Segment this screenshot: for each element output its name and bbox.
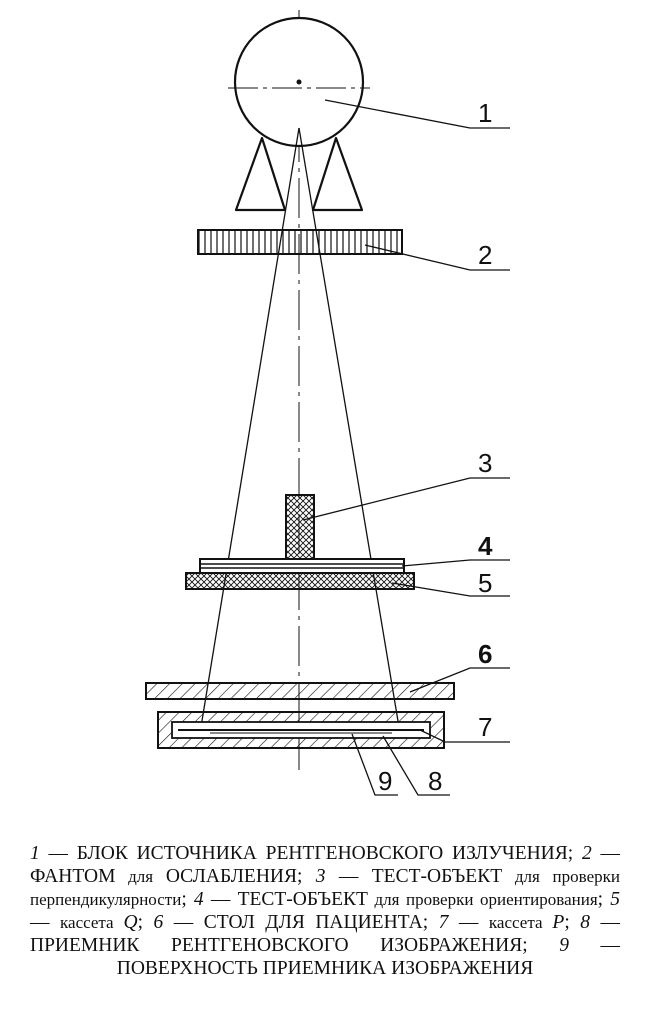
caption-text: БЛОК ИСТОЧНИКА РЕНТГЕНОВСКОГО ИЗЛУЧЕНИЯ <box>76 843 568 864</box>
caption-item-4: 4 — ТЕСТ-ОБЪЕКТ для проверки ориентирова… <box>194 889 610 910</box>
caption-item-5: 5 — кассета Q; <box>30 889 620 933</box>
caption-text: СТОЛ ДЛЯ ПАЦИЕНТА <box>203 912 423 933</box>
caption-number: 8 <box>580 912 590 933</box>
caption-dash: — <box>568 935 621 956</box>
test-object-orientation <box>199 558 405 574</box>
test-object-perpendicularity <box>285 494 315 560</box>
caption-small-text: для <box>115 867 166 886</box>
caption-dash: — <box>590 912 621 933</box>
caption-item-9: 9 — ПОВЕРХНОСТЬ ПРИЕМНИКА ИЗОБРАЖЕНИЯ <box>117 935 620 979</box>
xray-source-block <box>228 16 370 212</box>
caption-dash: — <box>163 912 204 933</box>
caption-small-text: для проверки ориентирования <box>367 890 598 909</box>
caption-text: ТЕСТ-ОБЪЕКТ <box>237 889 368 910</box>
caption-dash: — <box>448 912 489 933</box>
caption-separator: ; <box>564 912 581 933</box>
label-8: 8 <box>428 766 442 796</box>
label-3: 3 <box>478 448 492 478</box>
caption-italic: P <box>552 912 565 933</box>
label-7: 7 <box>478 712 492 742</box>
beam-line-right <box>298 127 401 734</box>
label-2: 2 <box>478 240 492 270</box>
label-4: 4 <box>478 531 493 561</box>
label-6: 6 <box>478 639 492 669</box>
caption-text: ТЕСТ-ОБЪЕКТ <box>371 866 503 887</box>
caption-small-text: кассета <box>488 913 553 932</box>
caption-item-2: 2 — ФАНТОМ для ОСЛАБЛЕНИЯ; <box>30 843 620 887</box>
label-9: 9 <box>378 766 392 796</box>
caption-number: 4 <box>193 889 204 910</box>
caption-number: 7 <box>438 912 449 933</box>
caption-separator: ; <box>137 912 154 933</box>
caption-number: 9 <box>559 935 569 956</box>
caption-item-7: 7 — кассета P; <box>439 912 581 933</box>
caption-item-6: 6 — СТОЛ ДЛЯ ПАЦИЕНТА; <box>154 912 439 933</box>
cassette-p <box>157 711 445 749</box>
caption-text: ФАНТОМ <box>30 866 116 887</box>
caption-italic: Q <box>123 912 138 933</box>
caption-dash: — <box>591 843 621 864</box>
cassette-q <box>185 572 415 590</box>
caption-text: ПОВЕРХНОСТЬ ПРИЕМНИКА ИЗОБРАЖЕНИЯ <box>116 958 534 979</box>
leader-lines <box>302 99 510 796</box>
caption-item-3: 3 — ТЕСТ-ОБЪЕКТ для проверки перпендикул… <box>30 866 620 910</box>
caption-item-8: 8 — ПРИЕМНИК РЕНТГЕНОВСКОГО ИЗОБРАЖЕНИЯ; <box>30 912 620 956</box>
label-5: 5 <box>478 568 492 598</box>
caption-separator: ; <box>181 889 194 910</box>
figure-caption: 1 — БЛОК ИСТОЧНИКА РЕНТГЕНОВСКОГО ИЗЛУЧЕ… <box>30 842 620 980</box>
caption-text: ПРИЕМНИК РЕНТГЕНОВСКОГО ИЗОБРАЖЕНИЯ <box>30 935 523 956</box>
caption-separator: ; <box>522 935 560 956</box>
label-1: 1 <box>478 98 492 128</box>
patient-table <box>145 682 455 700</box>
caption-separator: ; <box>567 843 582 864</box>
caption-number: 3 <box>315 866 326 887</box>
caption-number: 5 <box>610 889 621 910</box>
caption-small-text: кассета <box>60 913 124 932</box>
caption-dash: — <box>325 866 372 887</box>
caption-dash: — <box>203 889 238 910</box>
caption-item-1: 1 — БЛОК ИСТОЧНИКА РЕНТГЕНОВСКОГО ИЗЛУЧЕ… <box>30 843 582 864</box>
caption-number: 2 <box>581 843 592 864</box>
beam-line-left <box>199 127 300 734</box>
caption-separator: ; <box>297 866 316 887</box>
caption-number: 6 <box>153 912 164 933</box>
caption-dash: — <box>30 912 61 933</box>
caption-small-text: для проверки перпендикулярности <box>30 867 620 909</box>
xray-setup-diagram: 1 2 3 4 5 6 7 9 8 <box>145 10 510 796</box>
caption-text: ОСЛАБЛЕНИЯ <box>165 866 298 887</box>
phantom <box>197 229 403 255</box>
caption-dash: — <box>39 843 77 864</box>
caption-number: 1 <box>30 843 40 864</box>
caption-separator: ; <box>422 912 439 933</box>
caption-separator: ; <box>597 889 611 910</box>
